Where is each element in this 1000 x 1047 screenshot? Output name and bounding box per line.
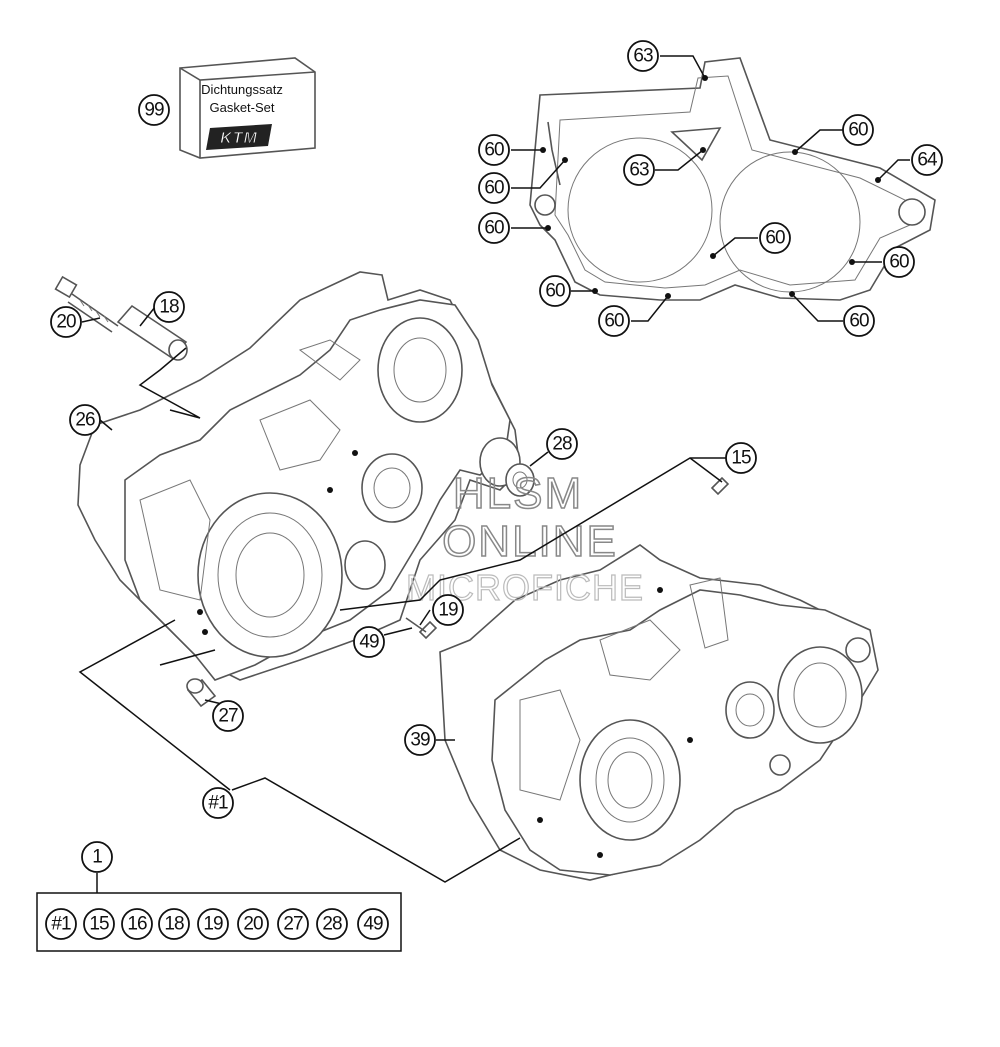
callout-assembly-1-label: #1 [208, 793, 228, 814]
kit-item-label: 28 [322, 914, 342, 935]
callout-19[interactable]: 19 [432, 594, 464, 626]
kit-item-label: 16 [127, 914, 147, 935]
gasket-set-box: Dichtungssatz Gasket-Set KTM [179, 57, 316, 159]
callout-60-b[interactable]: 60 [478, 172, 510, 204]
clutch-cover-gasket [529, 57, 936, 301]
callout-39[interactable]: 39 [404, 724, 436, 756]
callout-63-inner[interactable]: 63 [623, 154, 655, 186]
callout-60-d[interactable]: 60 [539, 275, 571, 307]
callout-60-g[interactable]: 60 [759, 222, 791, 254]
dowel-sleeve [116, 304, 188, 361]
callout-60-f[interactable]: 60 [842, 114, 874, 146]
callout-60-h[interactable]: 60 [883, 246, 915, 278]
callout-20-label: 20 [56, 312, 76, 333]
watermark-line1: HLSM [453, 469, 583, 518]
callout-99[interactable]: 99 [138, 94, 170, 126]
kit-item[interactable]: 27 [277, 908, 309, 940]
callout-99-label: 99 [144, 100, 164, 121]
watermark-line2: ONLINE [442, 517, 618, 566]
callout-15-label: 15 [731, 448, 751, 469]
callout-60-c-label: 60 [484, 218, 504, 239]
dowel-pin-27 [186, 678, 217, 708]
leader-lines [78, 55, 910, 893]
right-engine-case [439, 544, 879, 881]
callout-64-label: 64 [917, 150, 938, 171]
callout-18[interactable]: 18 [153, 291, 185, 323]
screw-19 [405, 617, 438, 640]
callout-26[interactable]: 26 [69, 404, 101, 436]
callout-assembly-1[interactable]: #1 [202, 787, 234, 819]
callout-28[interactable]: 28 [546, 428, 578, 460]
callout-27[interactable]: 27 [212, 700, 244, 732]
kit-item-label: 49 [363, 914, 383, 935]
callout-60-h-label: 60 [889, 252, 909, 273]
gasket-set-label-en: Gasket-Set [209, 100, 274, 115]
callout-15[interactable]: 15 [725, 442, 757, 474]
callout-39-label: 39 [410, 730, 430, 751]
callout-20[interactable]: 20 [50, 306, 82, 338]
callout-60-i[interactable]: 60 [843, 305, 875, 337]
callout-63-top-label: 63 [633, 46, 653, 67]
callout-28-label: 28 [552, 434, 572, 455]
brand-logo: KTM [220, 130, 258, 147]
gasket-hole-markers [540, 75, 881, 299]
callout-60-a-label: 60 [484, 140, 504, 161]
callout-63-inner-label: 63 [629, 160, 649, 181]
kit-item[interactable]: 28 [316, 908, 348, 940]
kit-item-label: 27 [283, 914, 303, 935]
kit-item[interactable]: #1 [45, 908, 77, 940]
callout-26-label: 26 [75, 410, 95, 431]
callout-27-label: 27 [218, 706, 238, 727]
kit-item[interactable]: 18 [158, 908, 190, 940]
callout-49[interactable]: 49 [353, 626, 385, 658]
callout-60-e-label: 60 [604, 311, 624, 332]
callout-64[interactable]: 64 [911, 144, 943, 176]
stud-bolt [54, 275, 119, 333]
gasket-set-label-de: Dichtungssatz [201, 82, 283, 97]
kit-item[interactable]: 19 [197, 908, 229, 940]
callout-60-i-label: 60 [849, 311, 869, 332]
callout-60-g-label: 60 [765, 228, 785, 249]
callout-60-f-label: 60 [848, 120, 868, 141]
callout-60-b-label: 60 [484, 178, 504, 199]
callout-63-top[interactable]: 63 [627, 40, 659, 72]
callout-18-label: 18 [159, 297, 179, 318]
callout-60-d-label: 60 [545, 281, 565, 302]
callout-49-label: 49 [359, 632, 379, 653]
callout-60-c[interactable]: 60 [478, 212, 510, 244]
callout-1[interactable]: 1 [81, 841, 113, 873]
kit-item[interactable]: 20 [237, 908, 269, 940]
callout-60-e[interactable]: 60 [598, 305, 630, 337]
kit-item-label: 18 [164, 914, 184, 935]
screw-15 [710, 476, 730, 496]
kit-item-label: 20 [243, 914, 263, 935]
callout-60-a[interactable]: 60 [478, 134, 510, 166]
brand-logo-plate [206, 124, 272, 150]
left-engine-case [77, 271, 521, 681]
kit-item[interactable]: 49 [357, 908, 389, 940]
kit-item-label: #1 [51, 914, 71, 935]
kit-item[interactable]: 15 [83, 908, 115, 940]
callout-19-label: 19 [438, 600, 458, 621]
kit-item-label: 15 [89, 914, 109, 935]
kit-item-label: 19 [203, 914, 223, 935]
shaft-seal-28 [505, 463, 535, 497]
callout-1-label: 1 [92, 847, 102, 868]
kit-item[interactable]: 16 [121, 908, 153, 940]
